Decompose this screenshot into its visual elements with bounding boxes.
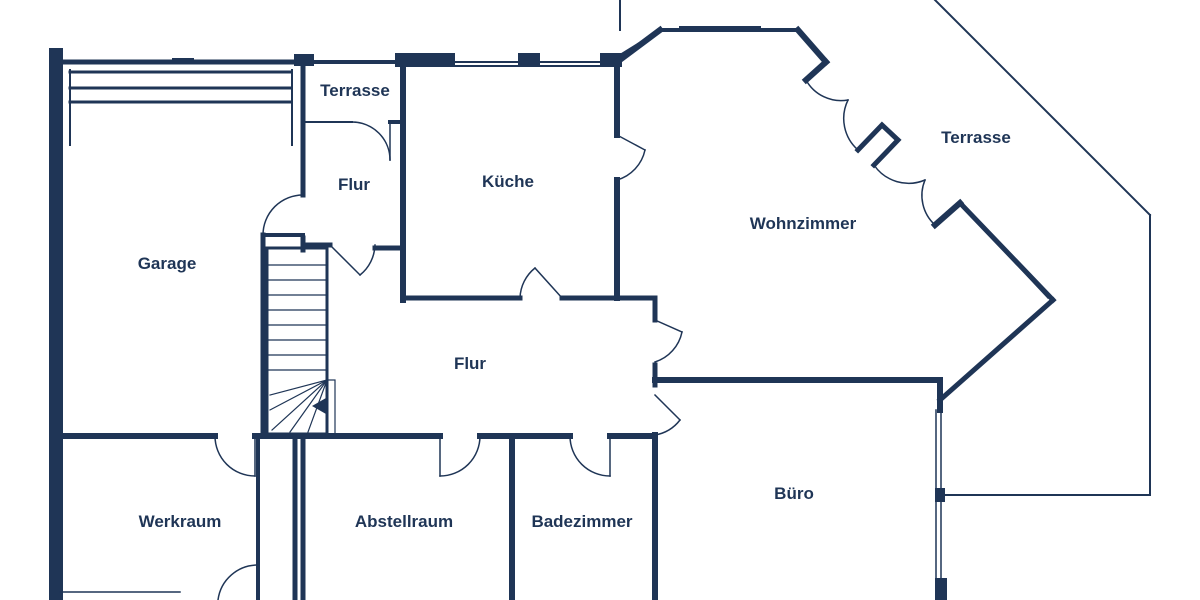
room-label-flur-upper: Flur — [337, 175, 371, 194]
room-label-abstellraum: Abstellraum — [354, 512, 454, 531]
window — [943, 303, 1047, 397]
room-label-buero: Büro — [774, 484, 814, 503]
room-label-badezimmer: Badezimmer — [531, 512, 633, 531]
window — [964, 208, 1050, 300]
room-label-flur-main: Flur — [453, 354, 487, 373]
room-label-terrasse: Terrasse — [320, 81, 390, 100]
room-label-garage: Garage — [137, 254, 197, 273]
stair-arrow-icon — [312, 398, 326, 414]
room-label-wohnzimmer: Wohnzimmer — [749, 214, 857, 233]
room-label-kueche: Küche — [482, 172, 534, 191]
room-label-terrasse-large: Terrasse — [941, 128, 1011, 147]
room-label-werkraum: Werkraum — [138, 512, 222, 531]
